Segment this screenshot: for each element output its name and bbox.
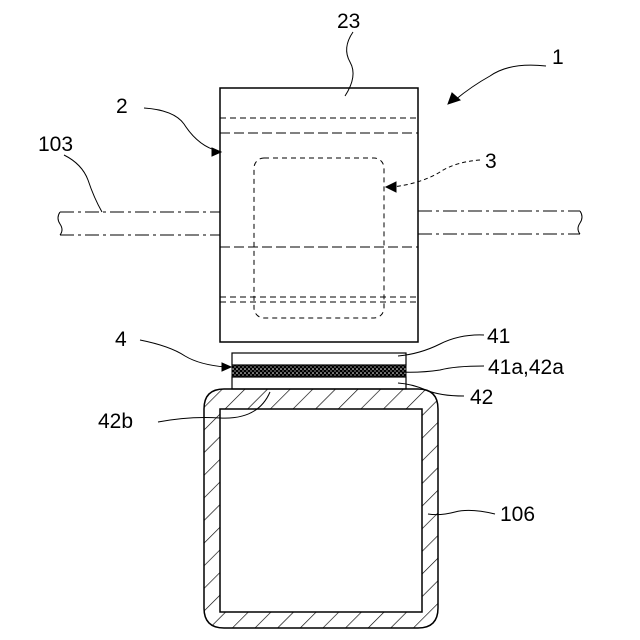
leader-4 [140,340,226,367]
label-4: 4 [115,328,127,351]
label-42b: 42b [98,410,133,433]
label-3: 3 [485,150,497,173]
layer-41 [232,353,406,365]
clamp-body-2 [220,88,418,342]
leader-41a42a [400,366,484,372]
label-106: 106 [500,503,535,526]
label-41a42a: 41a,42a [488,356,564,379]
leader-2 [144,108,218,151]
bond-layer-41a-42a [232,365,406,377]
leader-23 [345,32,353,96]
fastener-4 [232,353,406,389]
label-23: 23 [337,10,360,33]
leader-103 [64,155,102,212]
square-tube-106 [204,389,438,628]
label-42: 42 [470,386,493,409]
layer-42 [232,377,406,389]
leader-1 [455,65,546,100]
label-2: 2 [116,95,128,118]
label-103: 103 [38,133,73,156]
arrow-4 [222,363,231,371]
label-41: 41 [487,325,510,348]
arrow-1 [448,93,460,104]
label-1: 1 [552,46,564,69]
